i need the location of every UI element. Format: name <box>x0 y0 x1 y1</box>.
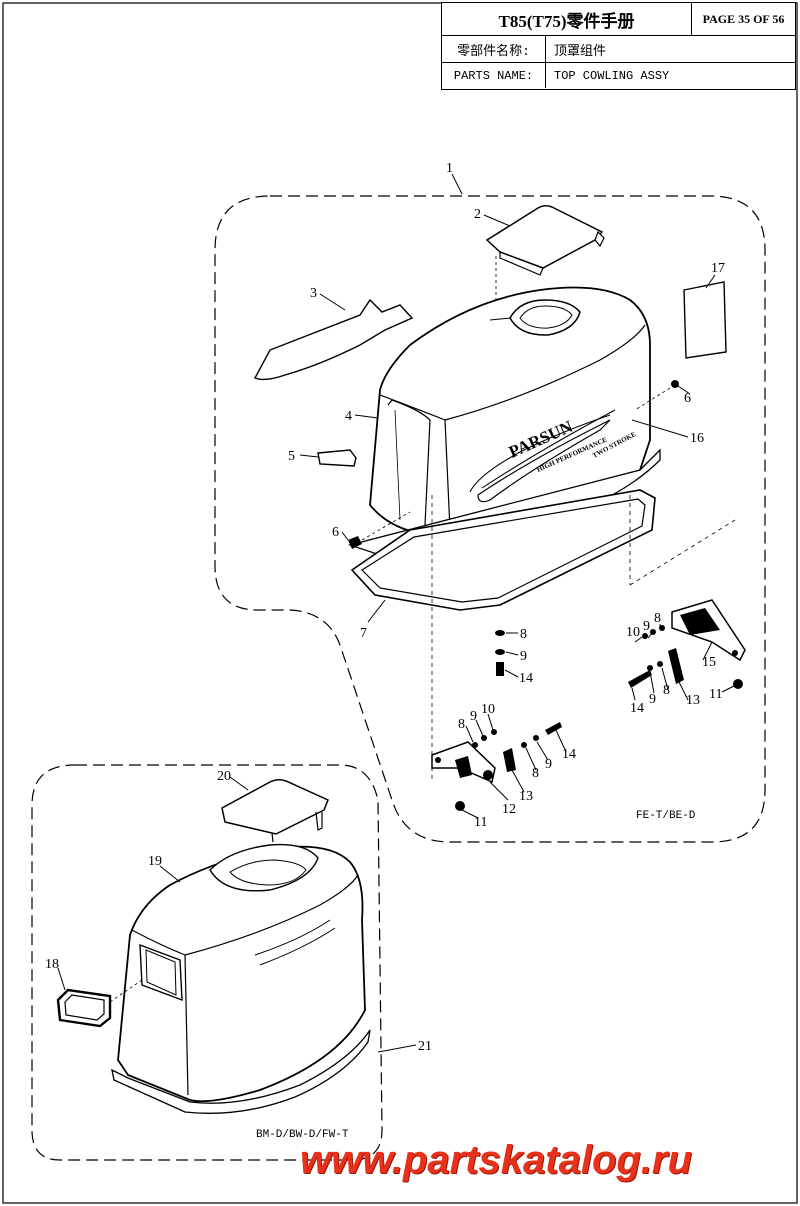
callout-18: 18 <box>45 957 59 972</box>
group-outline-upper <box>214 195 766 843</box>
callout-11-right: 11 <box>709 687 722 702</box>
callout-21: 21 <box>418 1039 432 1054</box>
callout-9-center: 9 <box>520 649 527 664</box>
callout-4: 4 <box>345 409 352 424</box>
callout-13-right: 13 <box>686 693 700 708</box>
callout-19: 19 <box>148 854 162 869</box>
cover-plate-20-part <box>221 778 329 843</box>
callout-17: 17 <box>711 261 725 276</box>
callout-8-right-bottom: 8 <box>663 683 670 698</box>
sticker-part <box>683 281 727 359</box>
callout-14-right: 14 <box>630 701 644 716</box>
parts-name-value-en: TOP COWLING ASSY <box>554 68 670 83</box>
callouts: 1 2 3 4 5 6 6 16 17 7 8 9 14 10 9 8 15 1… <box>45 161 725 1054</box>
callout-5: 5 <box>288 449 295 464</box>
parts-name-value-cn: 顶罩组件 <box>546 36 795 63</box>
manual-title: T85(T75)零件手册 <box>442 3 692 36</box>
variant-label-upper: FE-T/BE-D <box>636 810 696 822</box>
callout-9-left: 9 <box>470 709 477 724</box>
callout-8-left: 8 <box>458 717 465 732</box>
bracket-12-part <box>431 722 562 811</box>
callout-8-right-top: 8 <box>654 611 661 626</box>
cover-plate-part <box>485 204 605 320</box>
seal-part <box>350 489 656 611</box>
callout-15: 15 <box>702 655 716 670</box>
screw-6-left <box>348 511 411 549</box>
callout-10-right: 10 <box>626 625 640 640</box>
callout-6-right: 6 <box>684 391 691 406</box>
callout-8-center: 8 <box>520 627 527 642</box>
small-decal-part <box>317 449 357 467</box>
watermark-link[interactable]: www.partskatalog.ru <box>300 1138 692 1182</box>
parts-name-label-cn: 零部件名称: <box>442 36 546 63</box>
callout-7: 7 <box>360 626 367 641</box>
callout-10-left: 10 <box>481 702 495 717</box>
page-number: PAGE 35 OF 56 <box>692 3 795 36</box>
fastener-stack-center <box>495 630 505 676</box>
callout-6-left: 6 <box>332 525 339 540</box>
side-decal-part <box>254 298 414 381</box>
callout-11-left: 11 <box>474 815 487 830</box>
top-cowling-19-part <box>111 843 371 1114</box>
parts-name-label-en: PARTS NAME: <box>442 63 546 88</box>
variant-label-lower: BM-D/BW-D/FW-T <box>256 1129 349 1141</box>
screw-6-right <box>634 380 679 411</box>
callout-14-left: 14 <box>562 747 576 762</box>
leader-lines <box>57 173 735 1053</box>
callout-1: 1 <box>446 161 453 176</box>
callout-3: 3 <box>310 286 317 301</box>
callout-9-left-bottom: 9 <box>545 757 552 772</box>
callout-12: 12 <box>502 802 516 817</box>
callout-9-right-bottom: 9 <box>649 692 656 707</box>
callout-16: 16 <box>690 431 704 446</box>
callout-9-right-top: 9 <box>643 619 650 634</box>
grommet-18-part <box>56 979 143 1028</box>
callout-20: 20 <box>217 769 231 784</box>
callout-14-center: 14 <box>519 671 533 686</box>
bracket-15-part <box>628 599 746 689</box>
title-block: T85(T75)零件手册 PAGE 35 OF 56 零部件名称: 顶罩组件 P… <box>441 2 796 90</box>
callout-13-left: 13 <box>519 789 533 804</box>
callout-8-left-bottom: 8 <box>532 766 539 781</box>
callout-2: 2 <box>474 207 481 222</box>
